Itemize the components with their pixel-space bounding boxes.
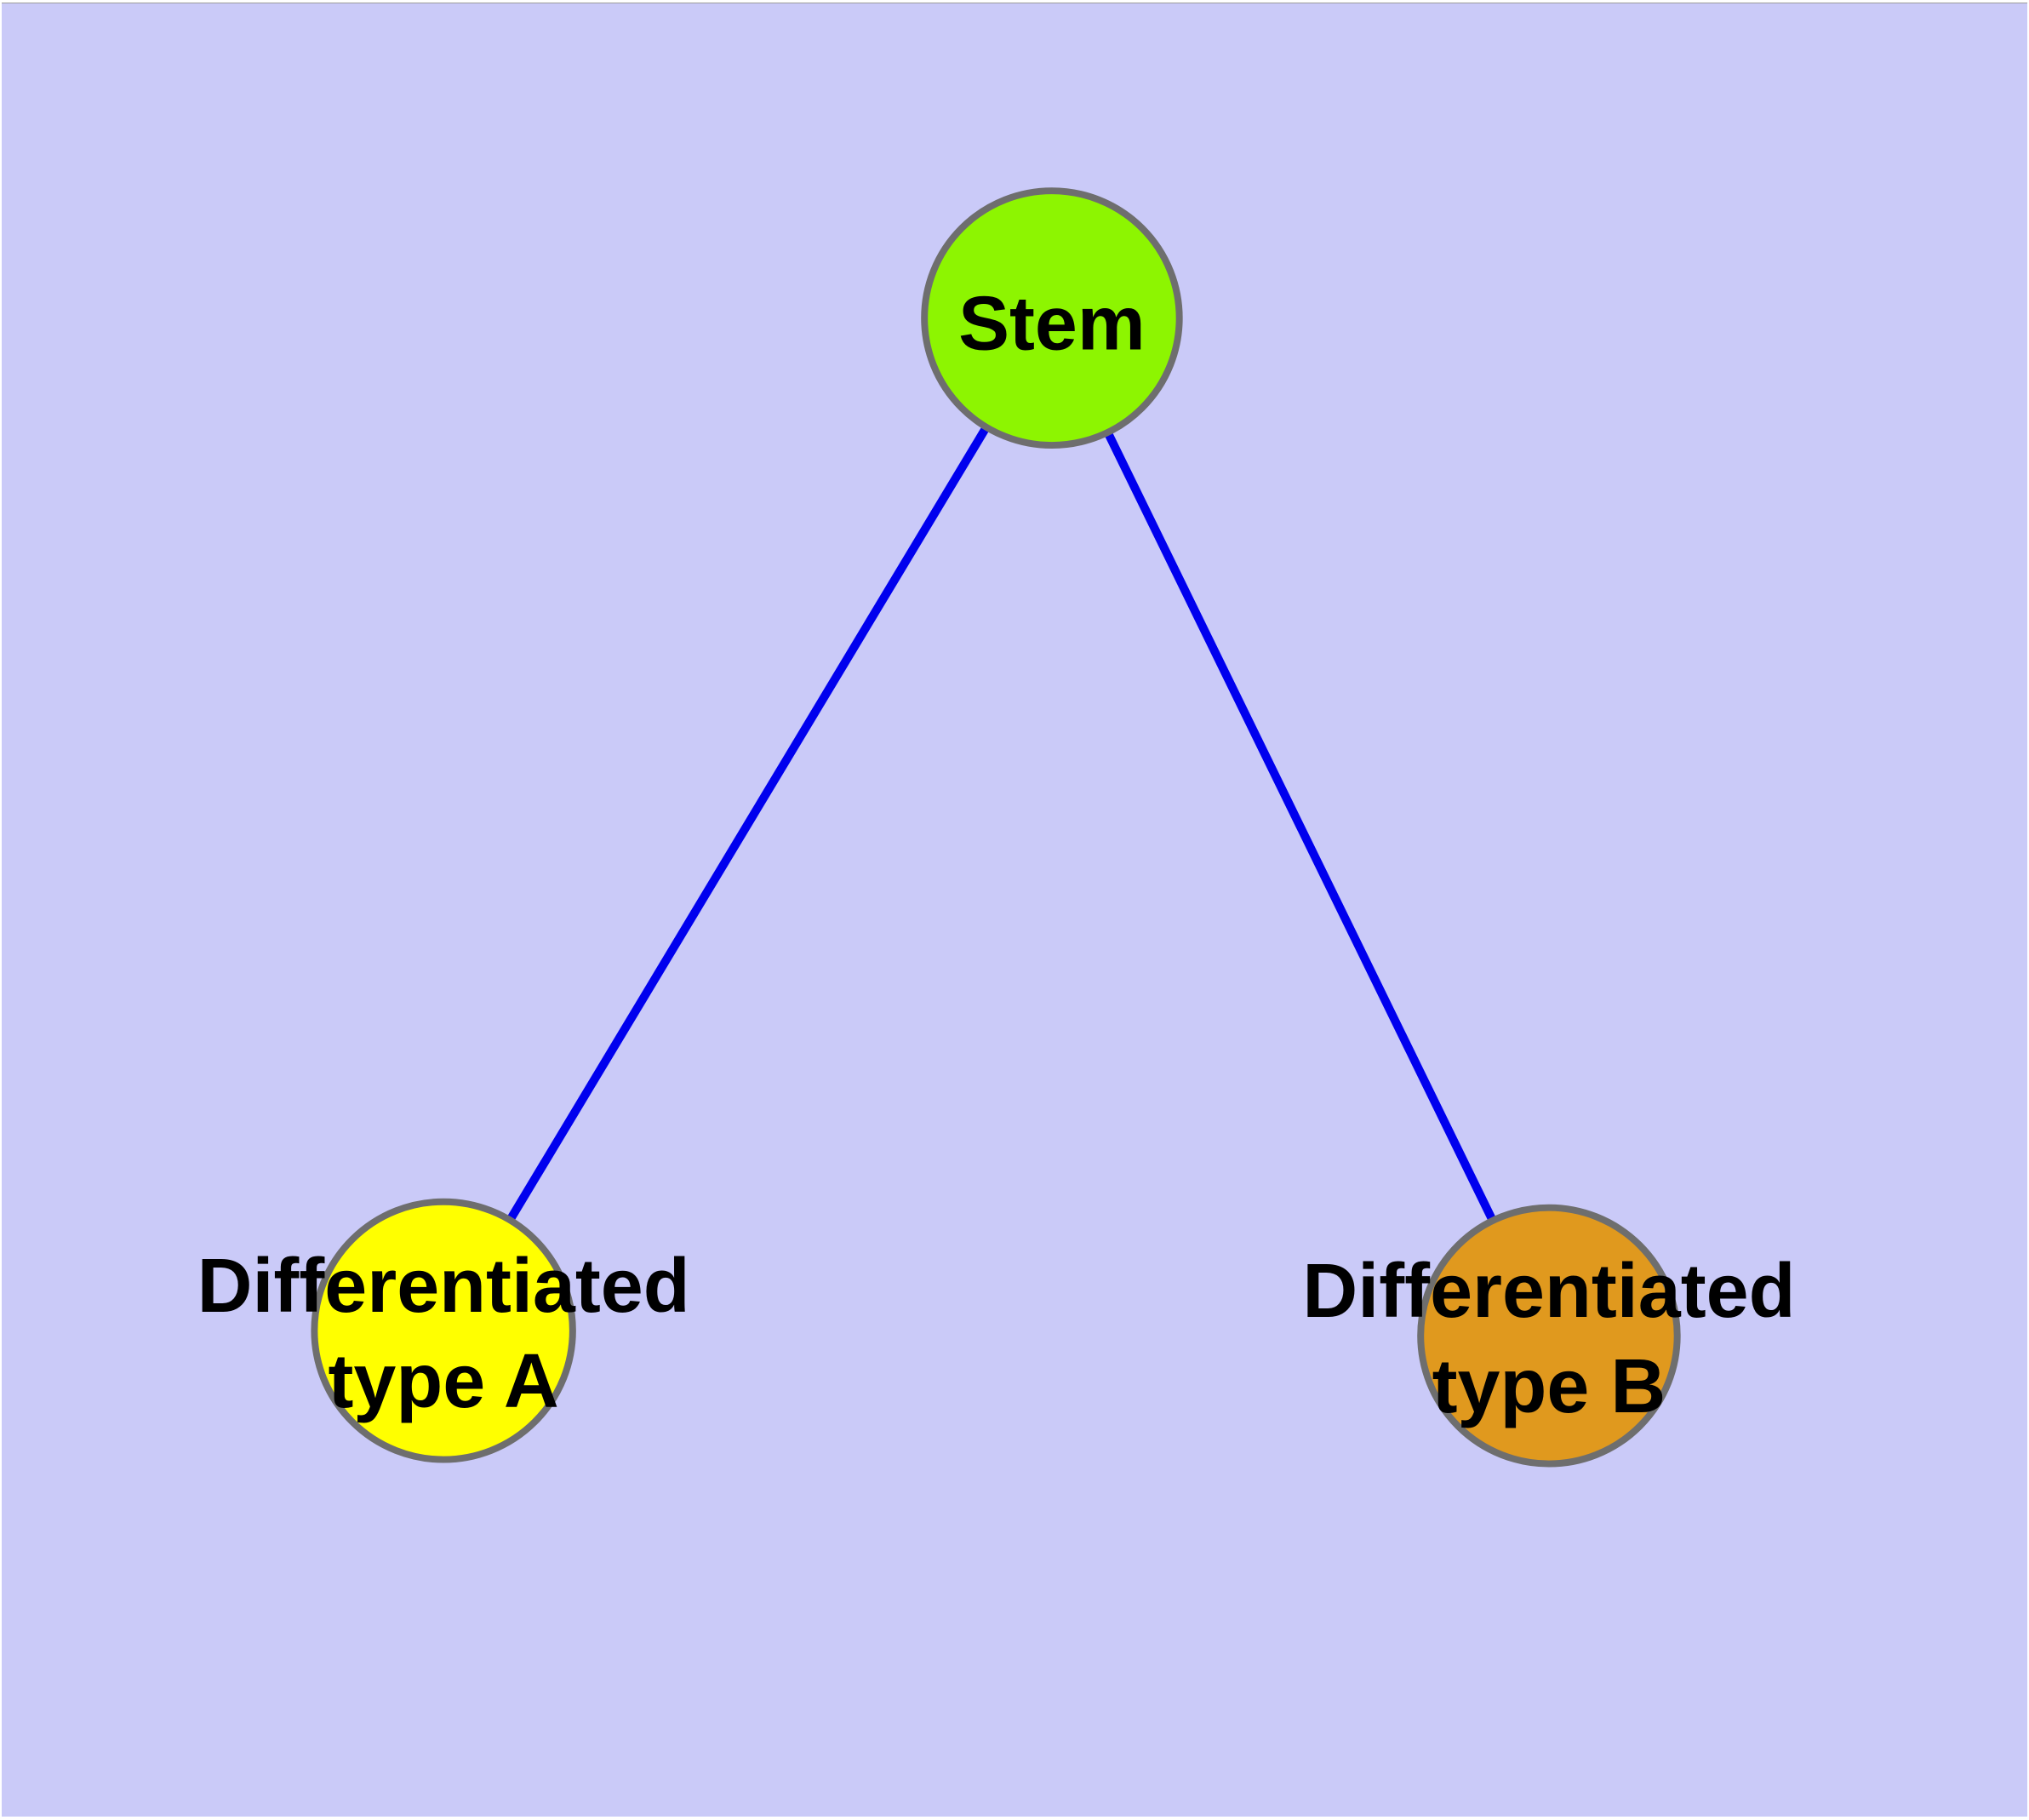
node-type-b-label-line-2: type B — [1432, 1344, 1666, 1429]
node-stem — [921, 187, 1183, 449]
node-type-a-label-line-2: type A — [329, 1339, 559, 1424]
node-differentiated-type-b — [1417, 1204, 1681, 1468]
graph-canvas: Stem Differentiated type A Differentiate… — [2, 3, 2027, 1817]
graph-svg: Stem Differentiated type A Differentiate… — [2, 3, 2027, 1817]
node-type-b-label-line-1: Differentiated — [1302, 1249, 1795, 1334]
node-stem-label: Stem — [958, 282, 1146, 367]
node-type-a-label-line-1: Differentiated — [197, 1244, 690, 1329]
edge-stem-to-type-a — [439, 316, 1056, 1333]
node-differentiated-type-a — [311, 1198, 576, 1463]
edge-stem-to-type-b — [1048, 316, 1553, 1338]
